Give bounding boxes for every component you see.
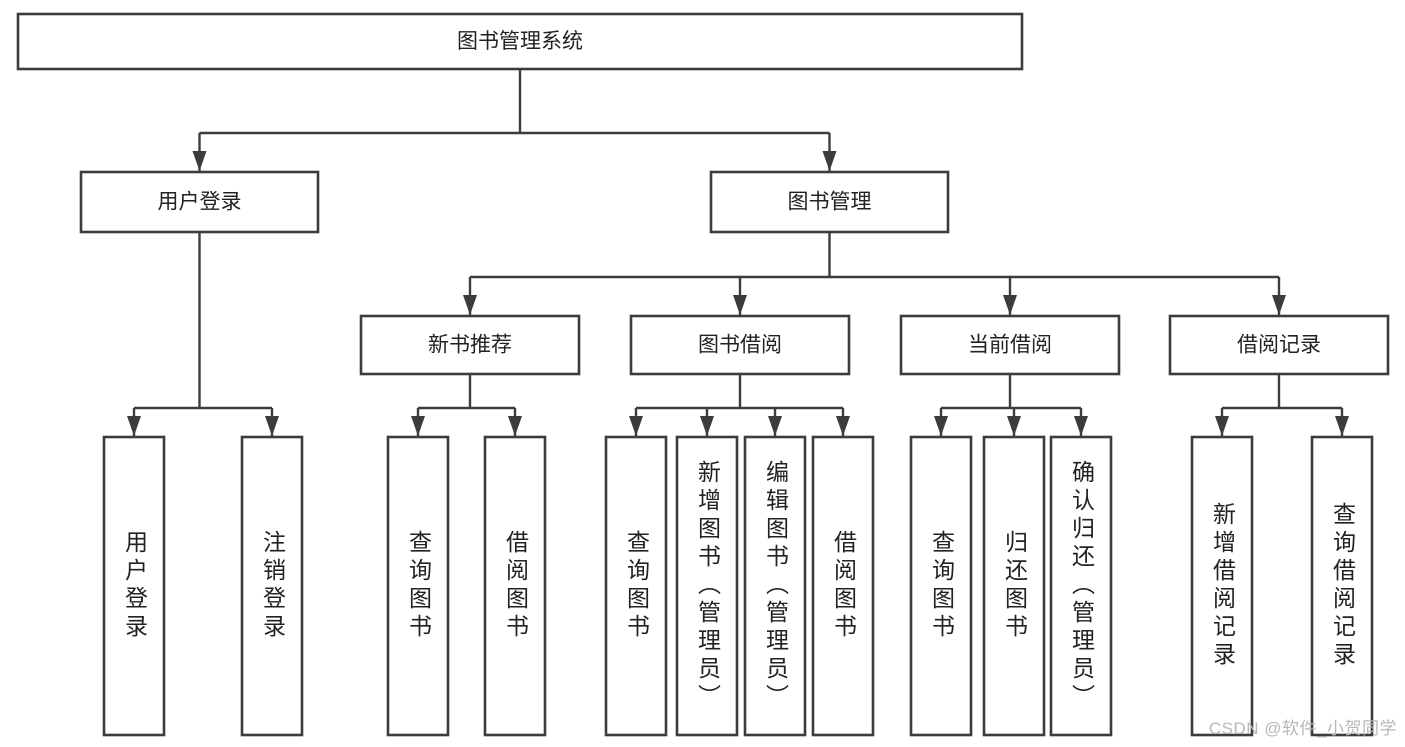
node-box-leaf-return-book[interactable]: [982, 435, 1046, 737]
node-box-leaf-user-login[interactable]: [102, 435, 166, 737]
arrow-head-icon: [411, 416, 425, 436]
arrow-head-icon: [1003, 295, 1017, 315]
node-label-borrow-records: 借阅记录: [1237, 334, 1321, 357]
node-box-current-borrow[interactable]: [899, 314, 1121, 376]
arrow-head-icon: [1272, 295, 1286, 315]
node-label-book-management: 图书管理: [788, 191, 872, 214]
arrow-head-icon: [768, 416, 782, 436]
watermark-text: CSDN @软件_小贺同学: [1208, 719, 1397, 738]
arrow-head-icon: [1335, 416, 1349, 436]
arrow-head-icon: [463, 295, 477, 315]
node-box-book-borrow[interactable]: [629, 314, 851, 376]
arrow-head-icon: [508, 416, 522, 436]
node-label-new-book-recommend: 新书推荐: [428, 334, 512, 357]
node-label-current-borrow: 当前借阅: [968, 334, 1052, 357]
node-box-leaf-query-book-rec[interactable]: [386, 435, 450, 737]
arrow-head-icon: [733, 295, 747, 315]
node-box-leaf-edit-book[interactable]: [743, 435, 807, 737]
node-box-leaf-add-book[interactable]: [675, 435, 739, 737]
arrow-head-icon: [127, 416, 141, 436]
node-box-user-login[interactable]: [79, 170, 320, 234]
arrow-head-icon: [192, 151, 207, 171]
node-box-leaf-query-borrow-record[interactable]: [1310, 435, 1374, 737]
node-box-leaf-query-book-borrow[interactable]: [604, 435, 668, 737]
node-box-leaf-user-logout[interactable]: [240, 435, 304, 737]
node-box-root[interactable]: [16, 12, 1024, 71]
node-box-new-book-recommend[interactable]: [359, 314, 581, 376]
arrow-head-icon: [1074, 416, 1088, 436]
node-box-book-management[interactable]: [709, 170, 950, 234]
arrow-head-icon: [265, 416, 279, 436]
node-box-borrow-records[interactable]: [1168, 314, 1390, 376]
arrow-head-icon: [934, 416, 948, 436]
node-box-leaf-confirm-return[interactable]: [1049, 435, 1113, 737]
node-label-root: 图书管理系统: [457, 30, 583, 53]
connectors-layer: [127, 69, 1349, 436]
arrow-head-icon: [836, 416, 850, 436]
node-label-user-login: 用户登录: [158, 191, 242, 214]
node-box-leaf-query-book-current[interactable]: [909, 435, 973, 737]
node-box-leaf-borrow-book[interactable]: [811, 435, 875, 737]
arrow-head-icon: [822, 151, 837, 171]
arrow-head-icon: [629, 416, 643, 436]
arrow-head-icon: [1007, 416, 1021, 436]
node-box-leaf-borrow-book-rec[interactable]: [483, 435, 547, 737]
arrow-head-icon: [1215, 416, 1229, 436]
node-label-book-borrow: 图书借阅: [698, 334, 782, 357]
arrow-head-icon: [700, 416, 714, 436]
node-box-leaf-add-borrow-record[interactable]: [1190, 435, 1254, 737]
